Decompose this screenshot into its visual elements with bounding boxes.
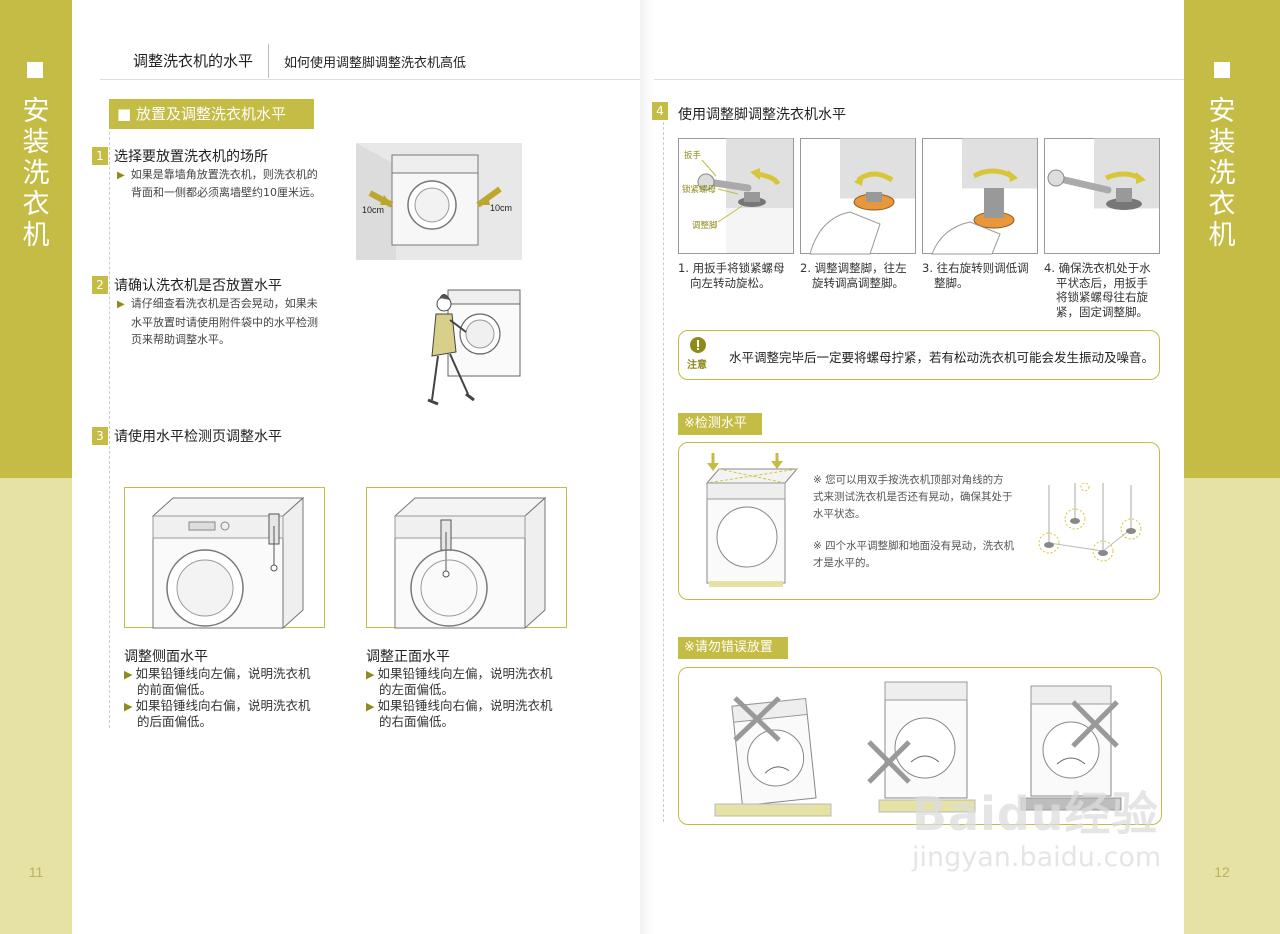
front-level-bullet-cont: 的右面偏低。 [379, 714, 455, 729]
sidebar-band-top [1184, 0, 1280, 478]
header-rule-left [100, 79, 640, 80]
check-level-text: 水平状态。 [813, 508, 866, 520]
baidu-watermark-logo: Baidu经验 [912, 787, 1159, 841]
step4-panel-2-illustration [800, 138, 916, 255]
side-level-title: 调整侧面水平 [124, 649, 208, 665]
header-rule-right [654, 79, 1184, 80]
sidebar-band-bottom [1184, 478, 1280, 934]
sidebar-band-bottom [0, 478, 72, 934]
wrong-placement-unstable-illustration [1020, 685, 1122, 811]
step-number: 3 [92, 427, 108, 445]
step-bullet-cont: 页来帮助调整水平。 [131, 333, 230, 346]
woman-checking-washer-illustration [427, 289, 521, 406]
step4-caption-2: 2. 调整调整脚，往左 旋转调高调整脚。 [800, 261, 907, 290]
sidebar-vertical-title: 安 装 洗 衣 机 [22, 96, 50, 251]
sidebar-square-icon [27, 62, 43, 78]
corner-placement-illustration: 10cm 10cm [356, 143, 522, 260]
left-sidebar: 安 装 洗 衣 机 11 [0, 0, 72, 934]
triangle-bullet-icon: ▶ [124, 700, 133, 713]
triangle-bullet-icon: ▶ [117, 299, 125, 310]
step4-panel-3-illustration [922, 138, 1038, 255]
washer-press-diagonal-illustration [705, 453, 799, 587]
adjust-foot-label: 调整脚 [692, 220, 718, 231]
side-level-illustration-frame [124, 487, 325, 630]
right-sidebar: 安 装 洗 衣 机 12 [1184, 0, 1280, 934]
check-level-text: 才是水平的。 [813, 557, 876, 569]
step4-panel-4-illustration [1044, 138, 1160, 254]
step-title: 请使用水平检测页调整水平 [114, 429, 282, 445]
front-level-illustration-frame [366, 487, 567, 630]
page-gutter [640, 0, 654, 934]
wrong-placement-uneven-illustration [867, 681, 976, 813]
page-number-right: 12 [1214, 864, 1230, 880]
wrong-placement-tilted-illustration [714, 696, 832, 817]
triangle-bullet-icon: ▶ [117, 170, 125, 181]
triangle-bullet-icon: ▶ [366, 668, 375, 681]
guide-line [663, 122, 664, 822]
page-number-left: 11 [28, 864, 44, 880]
baidu-watermark-url: jingyan.baidu.com [912, 842, 1162, 873]
step4-caption-4: 4. 确保洗衣机处于水 平状态后，用扳手 将锁紧螺母往右旋 紧，固定调整脚。 [1044, 261, 1151, 319]
step-number: 4 [652, 102, 668, 120]
step-title: 选择要放置洗衣机的场所 [114, 149, 268, 165]
side-level-bullet-cont: 的前面偏低。 [137, 682, 213, 697]
washer-front-level-illustration [393, 496, 547, 630]
wrong-placement-box [678, 667, 1162, 825]
notice-label: 注意 [687, 360, 707, 371]
gap-label-right: 10cm [490, 203, 512, 213]
front-level-bullet-cont: 的左面偏低。 [379, 682, 455, 697]
side-level-bullet-cont: 的后面偏低。 [137, 714, 213, 729]
header-divider [268, 44, 269, 78]
check-level-box: ※ 您可以用双手按洗衣机顶部对角线的方 式来测试洗衣机是否还有晃动，确保其处于 … [678, 442, 1160, 600]
locknut-label: 锁紧螺母 [682, 184, 716, 195]
check-level-label: ※检测水平 [678, 413, 762, 435]
sidebar-vertical-title: 安 装 洗 衣 机 [1208, 96, 1236, 251]
step-number: 1 [92, 147, 108, 165]
step-bullet-cont: 水平放置时请使用附件袋中的水平检测 [131, 316, 318, 329]
gap-label-left: 10cm [362, 205, 384, 215]
triangle-bullet-icon: ▶ [124, 668, 133, 681]
step4-caption-3: 3. 往右旋转则调低调 整脚。 [922, 261, 1029, 290]
step-bullet: ▶如果是靠墙角放置洗衣机，则洗衣机的 [117, 165, 318, 185]
check-level-text: 式来测试洗衣机是否还有晃动，确保其处于 [813, 491, 1013, 503]
check-level-text: ※ 四个水平调整脚和地面没有晃动，洗衣机 [813, 540, 1015, 552]
step-title: 使用调整脚调整洗衣机水平 [678, 107, 846, 123]
front-level-title: 调整正面水平 [366, 649, 450, 665]
step4-caption-1: 1. 用扳手将锁紧螺母 向左转动旋松。 [678, 261, 785, 290]
step4-panel-1-wrench-illustration: 扳手 锁紧螺母 调整脚 [678, 138, 794, 254]
washer-side-level-illustration [151, 496, 305, 630]
step-bullet: ▶请仔细查看洗衣机是否会晃动，如果未 [117, 294, 318, 314]
warning-icon [690, 337, 706, 353]
sidebar-square-icon [1214, 62, 1230, 78]
step-title: 请确认洗衣机是否放置水平 [114, 278, 282, 294]
step-number: 2 [92, 276, 108, 294]
wrong-placement-label: ※请勿错误放置 [678, 637, 788, 659]
notice-box: 注意 水平调整完毕后一定要将螺母拧紧，若有松动洗衣机可能会发生振动及噪音。 [678, 330, 1160, 380]
side-level-bullet: ▶如果铅锤线向右偏，说明洗衣机 [124, 698, 311, 713]
section-title: ■ 放置及调整洗衣机水平 [109, 99, 314, 129]
notice-text: 水平调整完毕后一定要将螺母拧紧，若有松动洗衣机可能会发生振动及噪音。 [729, 350, 1155, 365]
page-subtitle: 如何使用调整脚调整洗衣机高低 [284, 56, 467, 71]
step-bullet-cont: 背面和一侧都必须离墙壁约10厘米远。 [131, 186, 321, 199]
guide-line [109, 132, 110, 728]
front-level-bullet: ▶如果铅锤线向左偏，说明洗衣机 [366, 666, 553, 681]
page-title: 调整洗衣机的水平 [133, 52, 254, 70]
sidebar-band-top [0, 0, 72, 478]
triangle-bullet-icon: ▶ [366, 700, 375, 713]
wrench-label: 扳手 [684, 150, 702, 161]
side-level-bullet: ▶如果铅锤线向左偏，说明洗衣机 [124, 666, 311, 681]
leveling-feet-diagram [1038, 482, 1142, 562]
check-level-text: ※ 您可以用双手按洗衣机顶部对角线的方 [813, 474, 1004, 486]
front-level-bullet: ▶如果铅锤线向右偏，说明洗衣机 [366, 698, 553, 713]
